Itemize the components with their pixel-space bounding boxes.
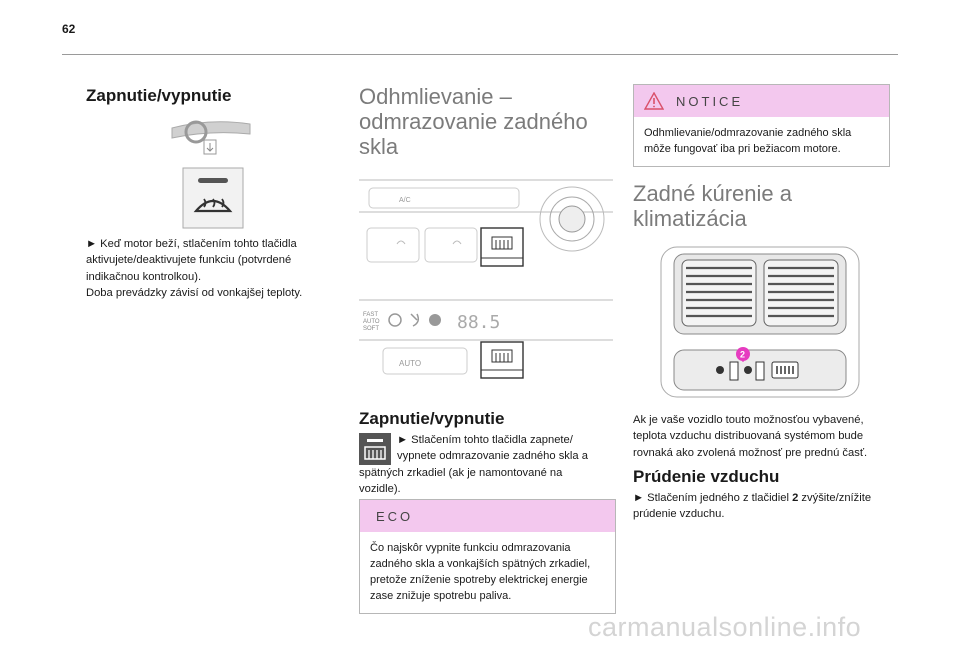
col2-paragraph: ► Stlačením tohto tlačidla zapnete/ vypn… [359, 432, 609, 497]
callout-number: 2 [740, 350, 745, 360]
eco-title: ECO [360, 500, 615, 532]
col1-paragraph: ► Keď motor beží, stlačením tohto tlačid… [86, 236, 326, 301]
text-line: vozidle). [359, 482, 401, 495]
title-line: Zadné kúrenie a [633, 181, 792, 206]
soft-label: SOFT [363, 326, 379, 332]
notice-body: Odhmlievanie/odmrazovanie zadného skla m… [634, 117, 889, 166]
text-line: vypnete odmrazovanie zadného skla a [397, 450, 588, 463]
text-line: ► Keď motor beží, stlačením tohto tlačid… [86, 238, 297, 250]
text-line: Čo najskôr vypnite funkciu odmrazovania [370, 542, 571, 554]
text-line: zase znižuje spotrebu paliva. [370, 590, 512, 602]
eco-body: Čo najskôr vypnite funkciu odmrazovania … [360, 532, 615, 613]
button-number: 2 [792, 492, 799, 504]
col3-heading: Prúdenie vzduchu [633, 467, 780, 486]
col3-paragraph: Ak je vaše vozidlo touto možnosťou vybav… [633, 412, 895, 461]
auto-button-label: AUTO [399, 359, 421, 368]
callout-badge [736, 347, 750, 361]
top-divider [62, 54, 898, 55]
text-line: ► Stlačením jedného z tlačidiel 2 zvýšit… [633, 490, 895, 506]
text-line: môže fungovať iba pri bežiacom motore. [644, 143, 841, 155]
title-line: klimatizácia [633, 206, 747, 231]
rear-vents-illustration: 2 [660, 246, 860, 398]
eco-callout: ECO Čo najskôr vypnite funkciu odmrazova… [359, 499, 616, 614]
rear-defrost-icon [359, 433, 391, 465]
col1-heading: Zapnutie/vypnutie [86, 86, 232, 105]
watermark: carmanualsonline.info [588, 612, 862, 642]
page-number: 62 [62, 22, 76, 36]
front-defrost-button-image [182, 167, 244, 229]
col3-section-title: Zadné kúrenie a klimatizácia [633, 181, 792, 231]
text-span: zvýšite/znížite [798, 492, 872, 504]
title-line: Odhmlievanie – [359, 84, 512, 109]
title-line: skla [359, 134, 399, 159]
notice-callout: NOTICE Odhmlievanie/odmrazovanie zadného… [633, 84, 890, 167]
text-line: rovnaká ako zvolená možnosť pre prednú č… [633, 446, 868, 459]
text-line: teplota vzduchu distribuovaná systémom b… [633, 430, 864, 443]
text-line: Doba prevádzky závisí od vonkajšej teplo… [86, 286, 303, 299]
text-span: ► Stlačením jedného z tlačidiel [633, 492, 793, 504]
text-line: Odhmlievanie/odmrazovanie zadného skla [644, 127, 852, 139]
text-line: spätných zrkadiel (ak je namontované na [359, 466, 563, 479]
notice-title: NOTICE [676, 93, 744, 109]
climate-panel-illustration-1: A/C [359, 174, 613, 270]
notice-header: NOTICE [634, 85, 889, 117]
title-line: odmrazovanie zadného [359, 109, 588, 134]
temperature-display: 88.5 [457, 312, 500, 333]
text-line: pretože zníženie spotreby elektrickej en… [370, 574, 588, 586]
text-line: zadného skla a vonkajších spätných zrkad… [370, 558, 591, 570]
col3-paragraph-2: ► Stlačením jedného z tlačidiel 2 zvýšit… [633, 490, 895, 523]
auto-label: AUTO [363, 319, 380, 325]
text-line: prúdenie vzduchu. [633, 508, 725, 521]
text-line: indikačnou kontrolkou). [86, 270, 202, 283]
climate-panel-illustration-2: FAST AUTO SOFT 88.5 AUTO [359, 296, 613, 380]
warning-triangle-icon [644, 92, 664, 110]
text-line: ► Stlačením tohto tlačidla zapnete/ [397, 434, 573, 446]
col2-section-title: Odhmlievanie – odmrazovanie zadného skla [359, 84, 588, 159]
text-line: aktivujete/deaktivujete funkciu (potvrde… [86, 254, 292, 267]
text-line: Ak je vaše vozidlo touto možnosťou vybav… [633, 414, 864, 426]
col2-heading: Zapnutie/vypnutie [359, 409, 505, 428]
dashboard-illustration [170, 116, 252, 160]
ac-label: A/C [399, 197, 411, 204]
fast-label: FAST [363, 312, 378, 318]
